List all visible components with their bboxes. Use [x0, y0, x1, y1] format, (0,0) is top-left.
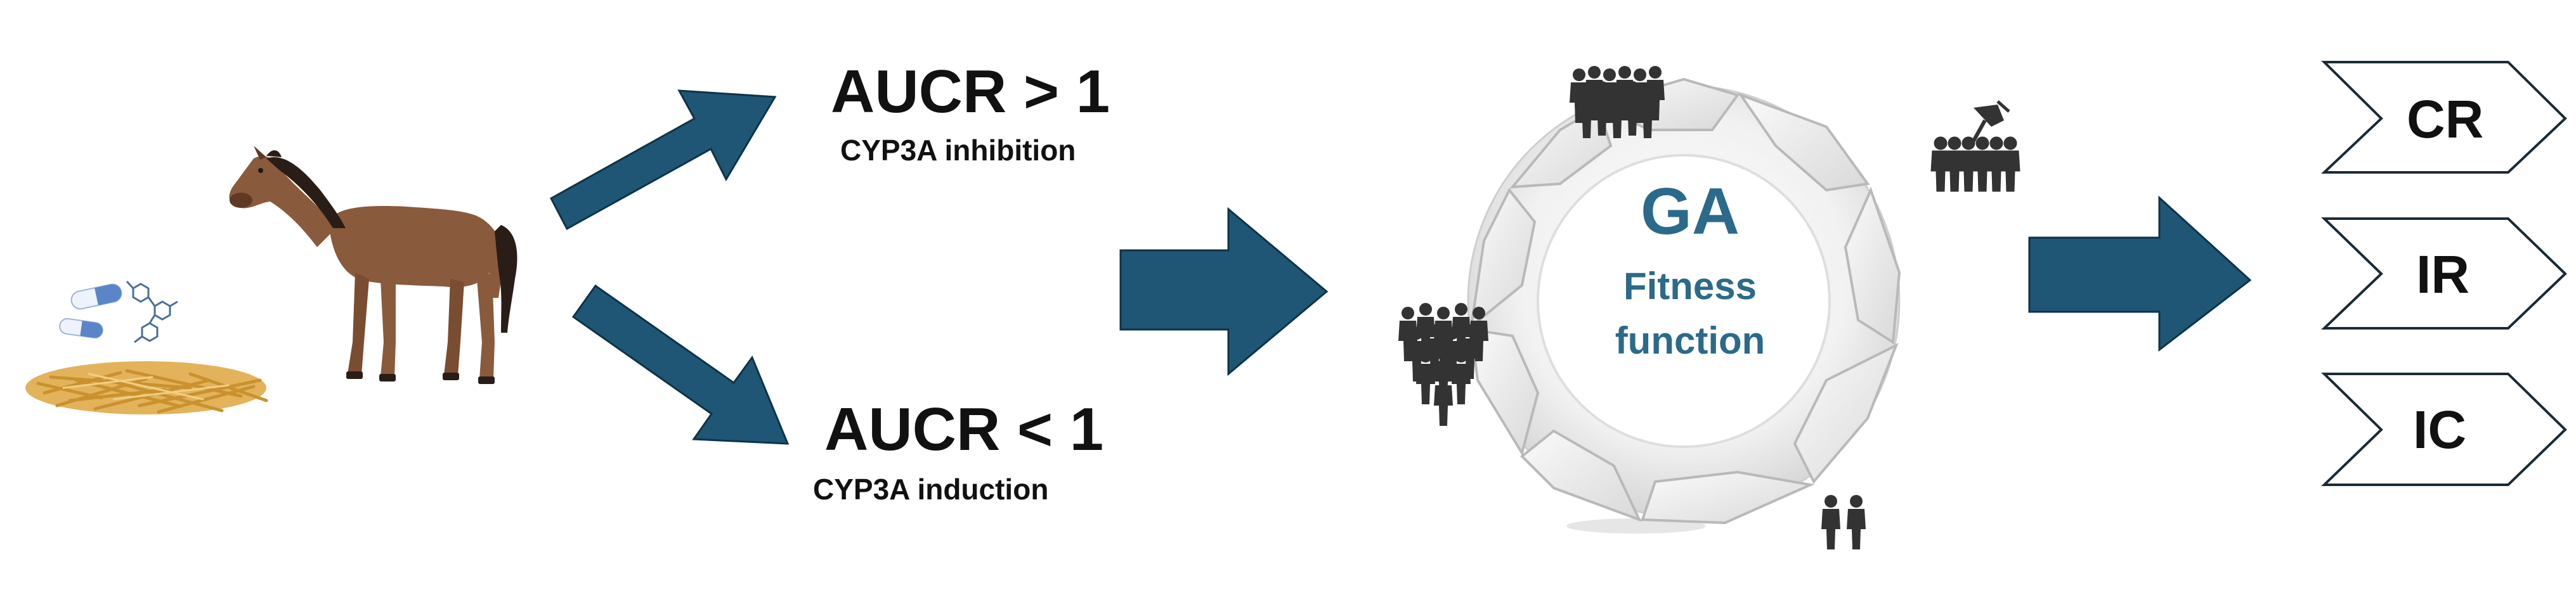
ga-fitness-label: Fitness: [1623, 265, 1757, 307]
molecule-icon: [126, 280, 178, 343]
arrow-to-ga: [1119, 207, 1329, 376]
aucr-less-title: AUCR < 1: [824, 395, 1104, 463]
output-chevron-ir: [2321, 217, 2567, 330]
ga-cycle: [1467, 77, 1901, 534]
output-label-cr: CR: [2407, 89, 2484, 149]
output-chevron-cr: [2320, 61, 2567, 174]
arrow-down-right: [571, 284, 790, 445]
horse-icon: [229, 146, 517, 384]
selection-icon: [1930, 100, 2020, 192]
aucr-greater-subtitle: CYP3A inhibition: [840, 134, 1076, 167]
output-chevron-ic: [2321, 373, 2567, 486]
arrow-up-right: [549, 89, 777, 231]
ga-title: GA: [1641, 175, 1740, 248]
aucr-less-subtitle: CYP3A induction: [813, 473, 1049, 506]
aucr-greater-title: AUCR > 1: [831, 58, 1110, 125]
crowd-icon: [1570, 66, 1665, 138]
couple-icon: [1821, 495, 1866, 549]
arrow-to-outputs: [2028, 195, 2252, 352]
capsule-icon: [59, 283, 122, 339]
output-label-ic: IC: [2413, 400, 2466, 459]
output-label-ir: IR: [2416, 245, 2469, 304]
hay-icon: [25, 361, 268, 414]
ga-function-label: function: [1615, 319, 1766, 362]
